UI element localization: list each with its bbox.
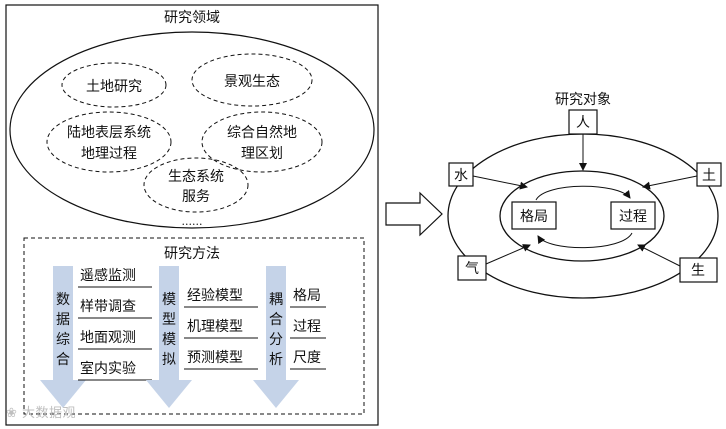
factor-soil-text: 土 [702,168,716,184]
left-panel-frame [5,4,379,426]
col2-label-0: 模 [162,292,176,308]
arrow-water [472,175,528,190]
col3-label-2: 分 [269,332,283,348]
field-bubble-ecoservice [143,157,249,213]
methods-box [23,237,365,415]
field-ecoservice-text-1: 生态系统 [168,169,224,185]
factor-box-water [448,162,474,187]
col1-item-0: 遥感监测 [80,267,136,284]
process-text: 过程 [619,209,647,225]
col3-label-3: 析 [269,352,283,368]
factor-box-soil [696,162,722,187]
field-land-text: 土地研究 [86,79,142,95]
factor-bio-text: 生 [691,263,705,279]
watermark: ❀ 大数据观 [6,402,76,421]
cycle-arrow-bottom [537,232,633,249]
col3-item-0: 格局 [293,288,321,304]
col3-item-1: 过程 [293,319,321,335]
field-region-text-2: 理区划 [241,146,283,162]
col1-label-3: 合 [56,352,70,368]
method-arrow-coupling [253,266,299,408]
col2-item-2: 预测模型 [187,350,243,366]
pattern-text: 格局 [520,209,548,225]
method-arrow-data [40,266,86,408]
field-surface-text-2: 地理过程 [81,146,137,162]
field-ecoservice-text-2: 服务 [182,189,210,205]
cycle-arrow-top [535,185,631,201]
process-box [610,201,656,230]
research-object-title: 研究对象 [555,92,611,108]
field-bubble-region [201,111,323,173]
col2-label-2: 模 [162,332,176,348]
research-field-title: 研究领域 [164,10,220,26]
col3-label-0: 耦 [269,292,283,308]
col1-item-3: 室内实验 [80,360,136,377]
field-ellipsis: ...... [182,215,203,228]
col3-item-2: 尺度 [293,350,321,366]
col3-label-1: 合 [269,312,283,328]
col1-label-2: 综 [56,332,70,348]
col1-label-1: 据 [56,312,70,328]
col2-item-0: 经验模型 [187,288,243,304]
col1-item-2: 地面观测 [80,330,136,346]
arrow-bio [637,244,681,267]
col2-label-1: 型 [162,312,176,328]
factor-box-bio [679,257,718,283]
transition-arrow [385,191,443,237]
pattern-box [511,201,557,230]
factor-water-text: 水 [454,168,468,184]
col1-item-1: 样带调查 [80,299,136,315]
arrow-air [485,244,531,265]
field-bubble-surface [46,111,172,173]
col2-label-3: 拟 [162,352,176,368]
factor-box-air [457,255,487,281]
methods-title: 研究方法 [164,246,220,262]
col2-item-1: 机理模型 [187,319,243,335]
method-arrow-model [146,266,192,408]
field-region-text-1: 综合自然地 [227,124,297,141]
col1-label-0: 数 [56,292,70,308]
field-bubble-land [61,62,167,108]
field-landscape-text: 景观生态 [224,74,280,90]
watermark-text: 大数据观 [22,406,77,421]
factor-human-text: 人 [576,115,590,131]
field-bubble-landscape [191,53,313,107]
factor-air-text: 气 [465,261,479,277]
field-surface-text-1: 陆地表层系统 [67,125,151,141]
research-field-ellipse [9,31,375,229]
arrow-soil [642,175,698,190]
inner-ellipse [499,170,665,262]
watermark-icon: ❀ [6,406,18,421]
